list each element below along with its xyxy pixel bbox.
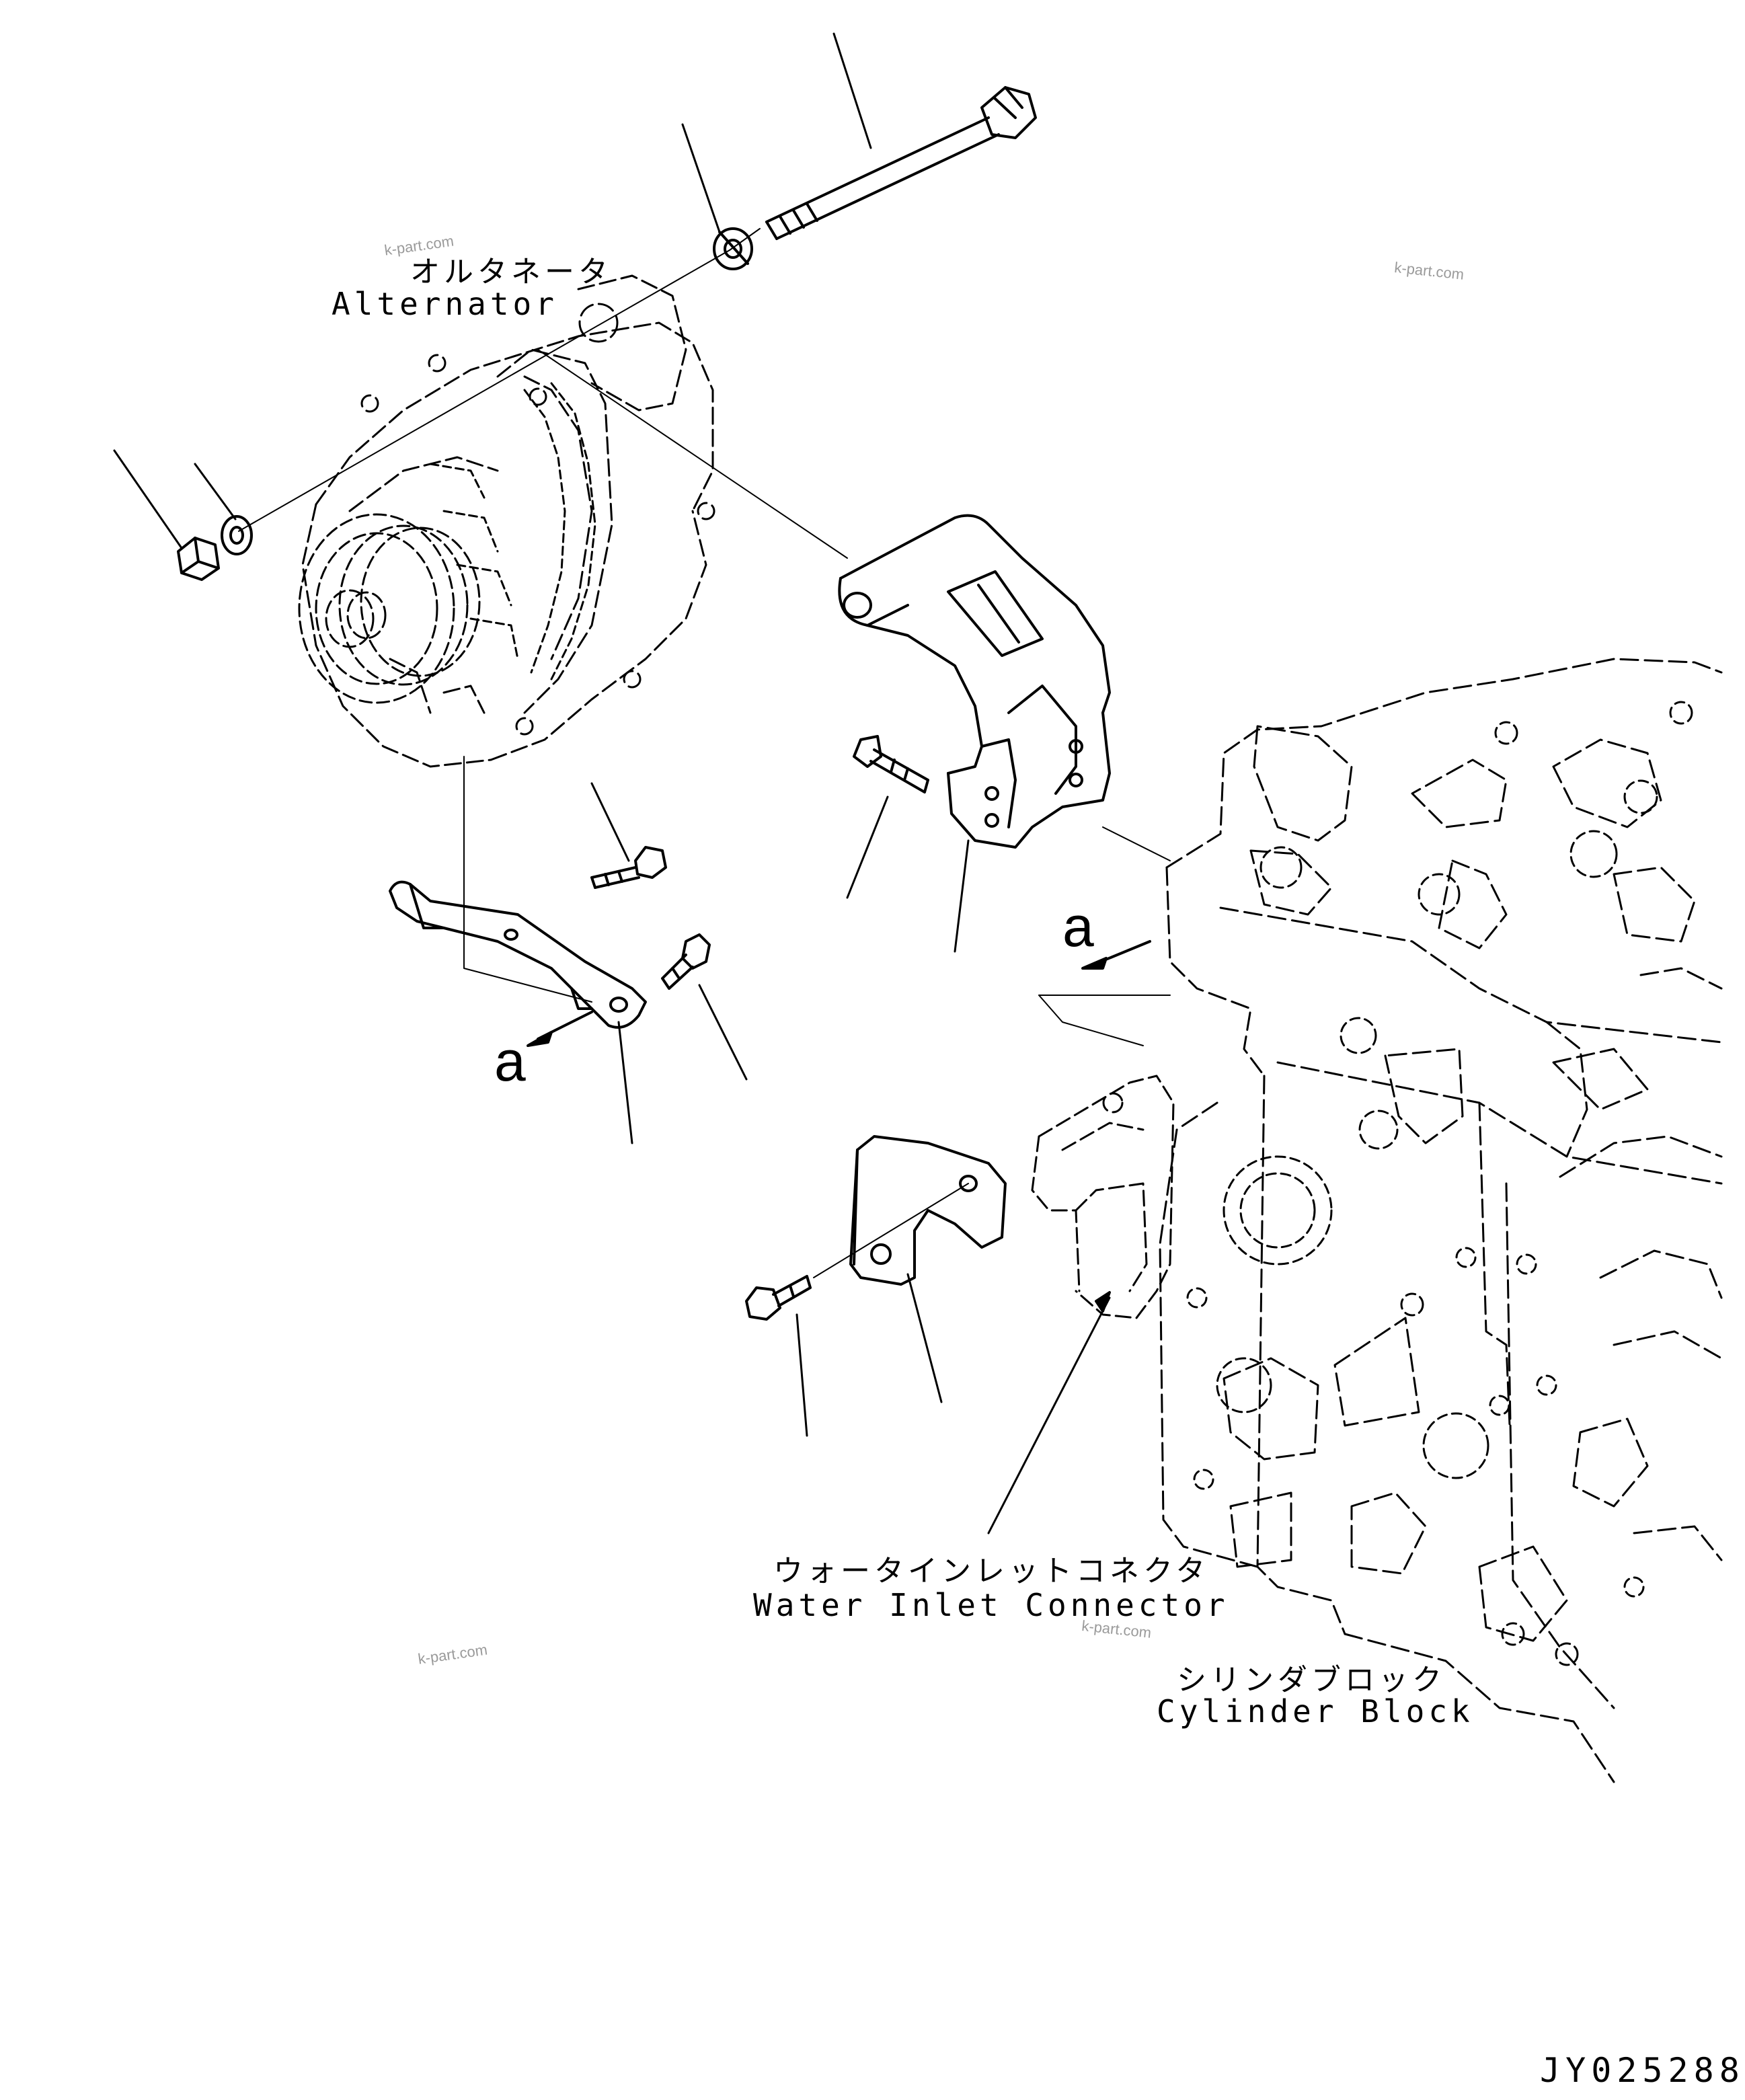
upper-washer: [713, 227, 753, 270]
drawing-code: JY025288: [1540, 2051, 1745, 2090]
long-through-bolt: [765, 86, 1037, 240]
alternator-pulley: [298, 513, 481, 704]
adjust-bracket: [838, 514, 1111, 849]
view-arrows: [527, 940, 1151, 1313]
alternator-label-en: Alternator: [332, 286, 558, 322]
water-inlet-connector: [1031, 1075, 1175, 1319]
water-inlet-label-en: Water Inlet Connector: [753, 1587, 1229, 1623]
alternator-fan: [429, 382, 596, 680]
left-nut: [177, 537, 220, 581]
alternator-label-jp: オルタネータ: [410, 255, 612, 289]
cylinder-block-label-en: Cylinder Block: [1157, 1693, 1474, 1729]
bolt-stay-lower: [661, 933, 711, 990]
assembly-lines: [238, 228, 1171, 1278]
cylinder-block-holes: [1186, 701, 1693, 1666]
cylinder-block-label-jp: シリンダブロック: [1177, 1663, 1446, 1697]
water-inlet-bracket: [849, 1135, 1007, 1286]
water-inlet-label-jp: ウォータインレットコネクタ: [773, 1554, 1210, 1588]
bolt-stay-upper: [590, 846, 667, 889]
left-washer: [221, 515, 253, 555]
alternator-stay: [389, 880, 647, 1029]
bolt-bracket: [853, 735, 929, 793]
view-callout-upper: a: [1062, 895, 1094, 958]
part-leader-lines: [113, 32, 1111, 1534]
view-callout-lower: a: [494, 1029, 526, 1093]
cylinder-block: [1159, 658, 1723, 1783]
bolt-water-bracket: [745, 1275, 812, 1321]
alternator-body: [301, 274, 715, 768]
